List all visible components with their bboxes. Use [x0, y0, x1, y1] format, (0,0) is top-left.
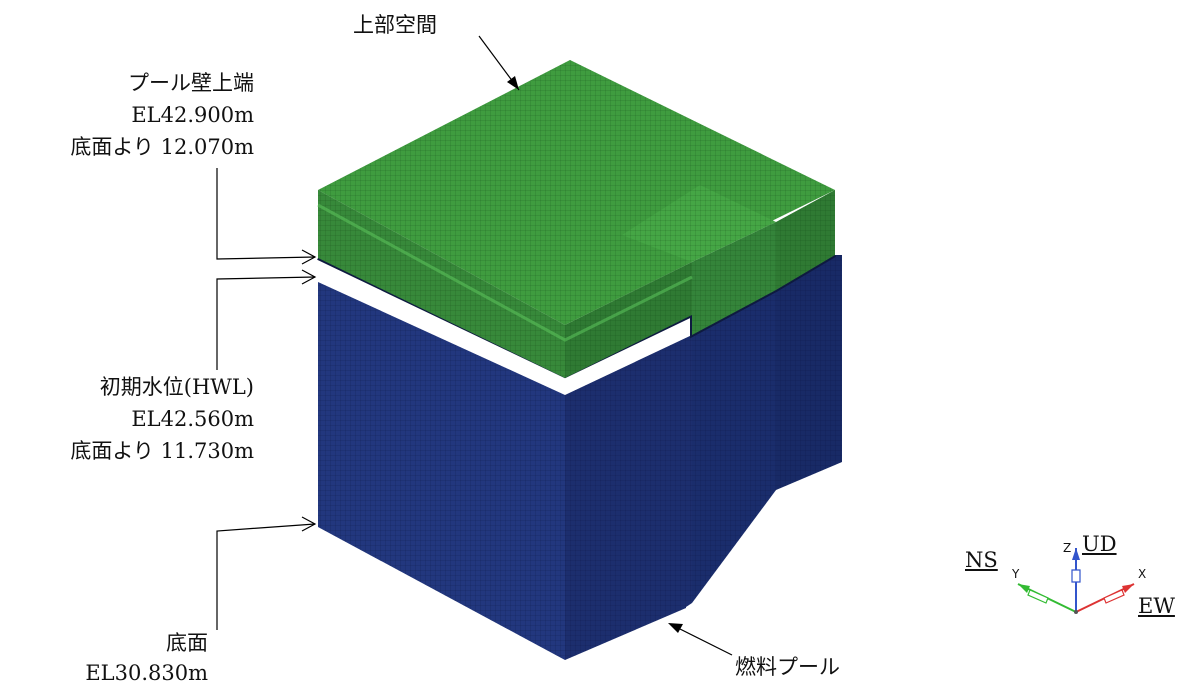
air-region	[317, 60, 835, 378]
water-level-name: 初期水位(HWL)	[99, 375, 254, 399]
ew-label: EW	[1138, 594, 1175, 618]
pool-wall-top-name: プール壁上端	[128, 71, 254, 95]
upper-space-label: 上部空間	[353, 13, 437, 37]
x-axis-letter: X	[1138, 567, 1147, 581]
leader-lines	[216, 35, 733, 656]
axis-triad	[1017, 548, 1135, 614]
pool-wall-top-from-bottom: 底面より 12.070m	[70, 135, 254, 159]
water-level-elevation: EL42.560m	[131, 407, 254, 431]
pool-wall-top-elevation: EL42.900m	[131, 103, 254, 127]
ns-label: NS	[965, 548, 998, 572]
z-axis-letter: Z	[1063, 541, 1072, 555]
water-level-from-bottom: 底面より 11.730m	[70, 439, 254, 463]
bottom-name: 底面	[166, 631, 208, 655]
fuel-pool-label: 燃料プール	[735, 655, 840, 679]
bottom-elevation: EL30.830m	[85, 661, 208, 685]
y-axis-letter: Y	[1012, 567, 1020, 581]
ud-label: UD	[1082, 532, 1117, 556]
